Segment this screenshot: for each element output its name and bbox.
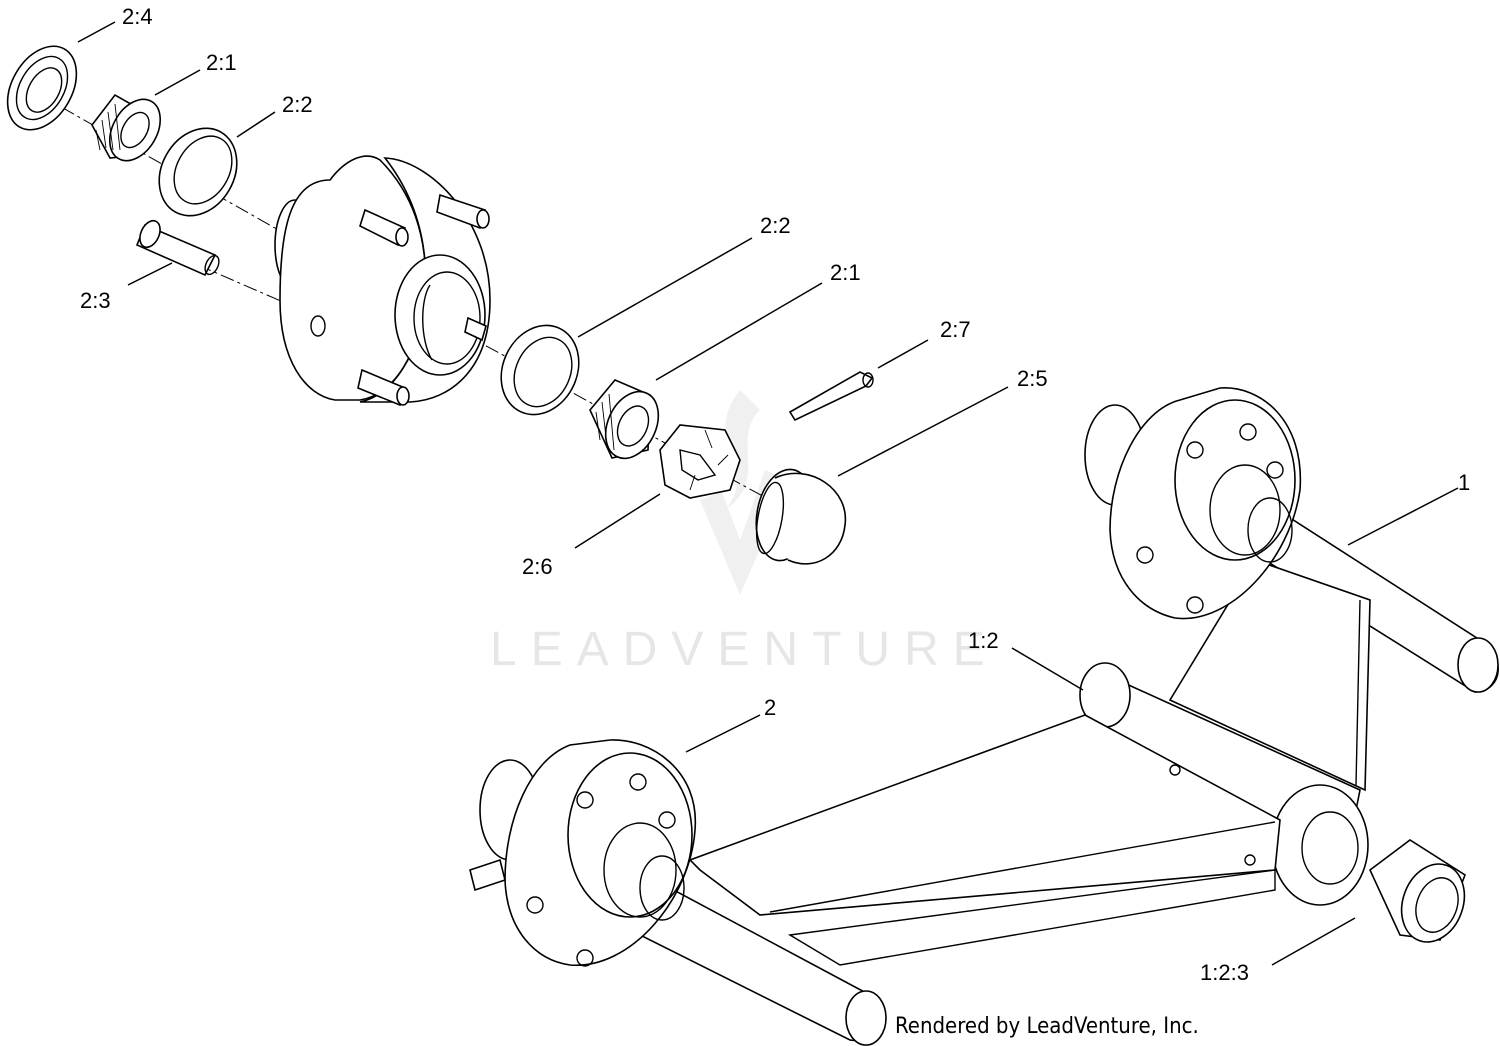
right-axle-assembly xyxy=(1084,387,1499,792)
callout-labels: 2:4 2:1 2:2 2:3 2:2 2:1 2:7 2:5 2:6 1 1:… xyxy=(80,4,1470,985)
callout-2-4-top: 2:4 xyxy=(122,4,153,29)
callout-2-6: 2:6 xyxy=(522,554,553,579)
leader-lines xyxy=(77,21,1459,966)
castle-nut xyxy=(659,424,741,499)
callout-2-7: 2:7 xyxy=(940,317,971,342)
callout-1: 1 xyxy=(1458,470,1470,495)
bearing-cup-outer xyxy=(158,127,238,217)
callout-2: 2 xyxy=(764,695,776,720)
left-axle-assembly xyxy=(469,739,887,1046)
hub-exploded xyxy=(274,155,491,407)
bearing-cup-inner xyxy=(500,324,580,416)
callout-2-1-mid: 2:1 xyxy=(830,260,861,285)
callout-2-2-mid: 2:2 xyxy=(760,213,791,238)
wheel-stud xyxy=(135,219,220,277)
render-credit: Rendered by LeadVenture, Inc. xyxy=(895,1014,1199,1039)
bushing xyxy=(1369,839,1466,943)
callout-2-1-top: 2:1 xyxy=(206,50,237,75)
cotter-pin xyxy=(788,371,874,422)
watermark-text: LEADVENTURE xyxy=(490,623,999,676)
cone-bearing-inner xyxy=(589,379,660,460)
dust-cap xyxy=(755,468,847,565)
callout-1-2-3: 1:2:3 xyxy=(1200,960,1249,985)
cone-bearing-outer xyxy=(91,93,162,162)
callout-1-2: 1:2 xyxy=(968,628,999,653)
callout-2-2-top: 2:2 xyxy=(282,92,313,117)
grease-seal xyxy=(6,45,78,131)
callout-2-3: 2:3 xyxy=(80,288,111,313)
center-frame xyxy=(688,662,1369,966)
callout-2-5: 2:5 xyxy=(1017,366,1048,391)
